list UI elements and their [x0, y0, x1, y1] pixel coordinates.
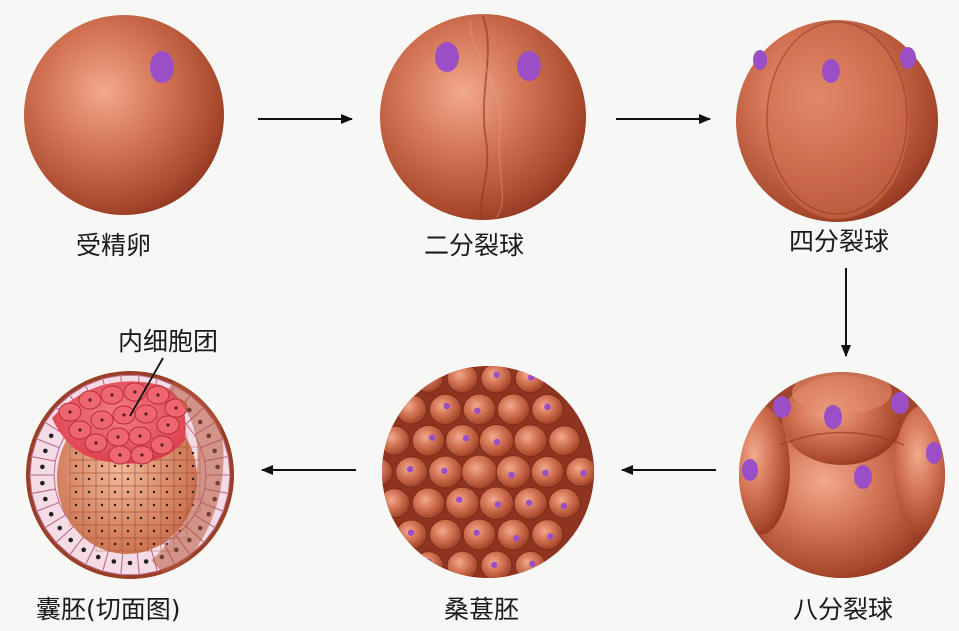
nucleus-icon: [81, 547, 86, 553]
nucleus-icon: [529, 560, 536, 568]
nucleus-icon: [544, 403, 551, 411]
nucleus-icon: [40, 480, 45, 486]
nucleus-icon: [513, 535, 520, 542]
nucleus-icon: [456, 496, 463, 503]
morula-embryo: [374, 366, 594, 578]
morula-cell: [461, 454, 498, 490]
stage-label-four-cell: 四分裂球: [789, 227, 890, 256]
morula-cell: [429, 518, 462, 551]
morula-cell: [480, 366, 513, 394]
nucleus-icon: [580, 470, 587, 477]
nucleus-icon: [493, 371, 500, 378]
morula-cell: [411, 487, 446, 520]
nucleus-icon: [493, 438, 501, 446]
nucleus-icon: [407, 529, 415, 536]
stage-label-eight-cell: 八分裂球: [793, 595, 894, 624]
nucleus-icon: [547, 533, 554, 540]
nucleus-icon: [443, 402, 450, 410]
morula-cell: [412, 551, 445, 578]
nucleus-icon: [542, 469, 549, 477]
nucleus-icon: [429, 434, 436, 441]
morula-cell: [496, 518, 531, 551]
morula-cell: [429, 393, 462, 426]
morula-cell: [531, 519, 564, 550]
blastocyst-section: [26, 371, 234, 579]
morula-cell: [446, 366, 479, 394]
nucleus-icon: [474, 407, 481, 415]
nucleus-icon: [926, 442, 942, 464]
nucleus-icon: [143, 559, 149, 564]
nucleus-icon: [150, 51, 174, 83]
nucleus-icon: [773, 396, 791, 418]
nucleus-icon: [560, 502, 568, 510]
morula-cell: [382, 425, 411, 456]
nucleus-icon: [494, 501, 502, 508]
two-cell-embryo: [380, 14, 586, 221]
stage-label-two-cell: 二分裂球: [424, 231, 525, 260]
nucleus-icon: [111, 559, 117, 564]
four-cell-embryo: [736, 20, 938, 222]
morula-cell: [496, 393, 531, 426]
nucleus-icon: [95, 554, 101, 560]
nucleus-icon: [435, 42, 459, 72]
morula-cell: [462, 518, 497, 551]
nucleus-icon: [753, 50, 767, 70]
nucleus-icon: [43, 496, 48, 502]
nucleus-icon: [824, 405, 842, 429]
nucleus-icon: [425, 371, 433, 379]
morula-cell: [495, 455, 532, 489]
nucleus-icon: [891, 392, 909, 414]
nucleus-icon: [40, 464, 45, 470]
nucleus-icon: [57, 525, 63, 531]
stage-label-zygote: 受精卵: [76, 231, 152, 260]
stage-label-blastocyst: 囊胚(切面图): [36, 595, 181, 624]
stage-label-morula: 桑葚胚: [444, 595, 520, 624]
eight-cell-embryo: [739, 372, 945, 578]
morula-cell: [395, 394, 428, 425]
zygote-cell: [24, 15, 224, 215]
nucleus-icon: [43, 448, 48, 454]
nucleus-icon: [68, 537, 74, 543]
nucleus-icon: [473, 529, 480, 536]
morula-cell: [411, 424, 446, 457]
morula-cell: [513, 424, 548, 457]
annotation-inner-cell-mass: 内细胞团: [118, 327, 219, 356]
nucleus-icon: [900, 47, 916, 69]
nucleus-icon: [525, 499, 533, 506]
nucleus-icon: [528, 374, 535, 381]
morula-cell: [382, 488, 411, 519]
nucleus-icon: [854, 465, 872, 489]
nucleus-icon: [517, 51, 541, 81]
nucleus-icon: [491, 561, 498, 569]
nucleus-icon: [374, 467, 380, 473]
nucleus-icon: [127, 560, 133, 566]
inner-cell-mass-leader-line: [129, 357, 164, 417]
nucleus-icon: [48, 433, 54, 439]
nucleus-icon: [48, 511, 54, 517]
nucleus-icon: [441, 467, 448, 475]
morula-cell: [382, 457, 394, 487]
nucleus-icon: [822, 59, 840, 83]
nucleus-icon: [425, 558, 433, 566]
morula-cell: [446, 550, 479, 578]
morula-cell: [548, 425, 581, 457]
nucleus-icon: [406, 466, 414, 473]
morula-cell: [445, 424, 480, 458]
morula-cell: [445, 486, 480, 520]
nucleus-icon: [508, 471, 515, 479]
morula-cell: [412, 366, 445, 393]
nucleus-icon: [462, 435, 470, 442]
nucleus-icon: [742, 459, 758, 481]
